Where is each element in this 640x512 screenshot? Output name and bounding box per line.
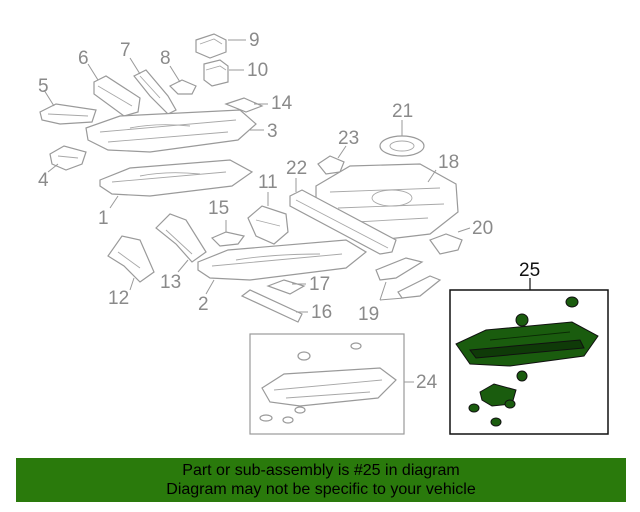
part-10-bracket (203, 59, 244, 87)
callout-18[interactable]: 18 (438, 152, 459, 173)
part-19-brackets (375, 257, 442, 301)
callout-8[interactable]: 8 (160, 48, 171, 69)
banner-line-2: Diagram may not be specific to your vehi… (166, 481, 476, 498)
part-22-rail (289, 178, 397, 255)
callout-4[interactable]: 4 (38, 170, 49, 191)
part-16-brace (240, 289, 308, 323)
callout-24[interactable]: 24 (416, 372, 438, 393)
part-12-bracket (107, 235, 155, 291)
callout-3[interactable]: 3 (267, 121, 278, 142)
part-7-bracket (129, 57, 177, 115)
part-15-plate (210, 220, 246, 247)
part-8-bracket (168, 65, 197, 95)
part-21-cover (379, 120, 425, 157)
callout-20[interactable]: 20 (472, 218, 493, 239)
part-14-bracket (224, 97, 268, 113)
callout-9[interactable]: 9 (249, 30, 260, 51)
part-6-rail (87, 63, 141, 117)
callout-12[interactable]: 12 (108, 288, 129, 309)
callout-25[interactable]: 25 (519, 260, 540, 281)
callout-21[interactable]: 21 (392, 101, 413, 122)
parts-diagram: 9 10 8 7 6 5 3 (38, 30, 609, 435)
callout-17[interactable]: 17 (309, 274, 330, 295)
callout-2[interactable]: 2 (198, 294, 209, 315)
part-1-floor-pan (99, 159, 254, 209)
callout-14[interactable]: 14 (271, 93, 293, 114)
part-17-bracket (266, 279, 306, 295)
part-4-bracket (47, 145, 87, 173)
callout-6[interactable]: 6 (78, 48, 89, 69)
callout-16[interactable]: 16 (311, 302, 332, 323)
part-23-bracket (317, 145, 347, 175)
part-13-bracket (155, 213, 207, 273)
callout-5[interactable]: 5 (38, 76, 49, 97)
info-banner: Part or sub-assembly is #25 in diagram D… (16, 458, 626, 502)
part-25-under-cover (455, 296, 599, 427)
part-20-bracket (429, 227, 471, 255)
part-2-floor (197, 239, 368, 295)
part-3-floor-pan (85, 109, 264, 153)
banner-line-1: Part or sub-assembly is #25 in diagram (182, 462, 460, 479)
group-24-box (249, 333, 414, 435)
callout-7[interactable]: 7 (120, 40, 131, 61)
callout-15[interactable]: 15 (208, 198, 229, 219)
callout-10[interactable]: 10 (247, 60, 268, 81)
callout-19[interactable]: 19 (358, 304, 379, 325)
part-9-bracket (195, 33, 246, 59)
group-25-box (449, 278, 609, 435)
part-5-panel (39, 89, 97, 125)
callout-11[interactable]: 11 (258, 172, 278, 193)
callout-1[interactable]: 1 (98, 208, 109, 229)
part-11-bracket (247, 192, 289, 245)
callout-23[interactable]: 23 (338, 128, 359, 149)
callout-22[interactable]: 22 (286, 158, 307, 179)
callout-13[interactable]: 13 (160, 272, 181, 293)
